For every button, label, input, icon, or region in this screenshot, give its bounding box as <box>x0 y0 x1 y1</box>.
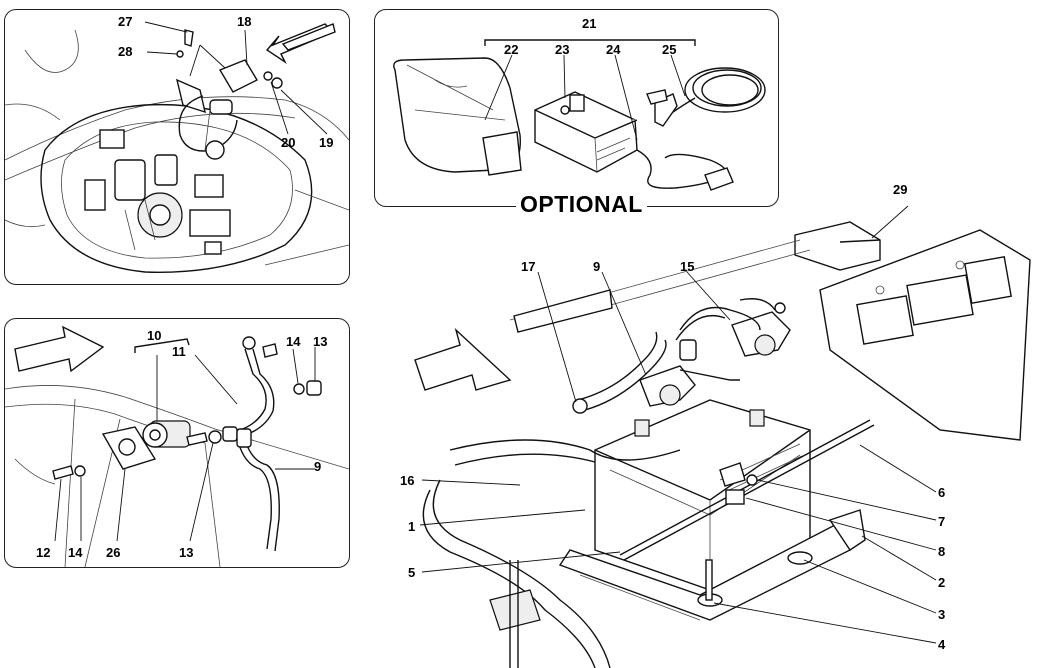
callout-29: 29 <box>893 182 908 197</box>
callout-9-detail: 9 <box>314 459 322 474</box>
callout-28: 28 <box>118 44 133 59</box>
callout-19: 19 <box>319 135 334 150</box>
battery-assembly-illustration <box>414 205 1031 668</box>
optional-accessories-illustration <box>393 39 766 191</box>
callout-27: 27 <box>118 14 133 29</box>
callout-6: 6 <box>938 485 946 500</box>
callout-16: 16 <box>400 473 415 488</box>
detail-panel-top-left <box>4 9 350 285</box>
callout-8: 8 <box>938 544 946 559</box>
callout-17: 17 <box>521 259 536 274</box>
optional-label: OPTIONAL <box>516 193 647 216</box>
callout-13-lower: 13 <box>179 545 194 560</box>
ground-connection-illustration <box>5 325 349 567</box>
callout-7: 7 <box>938 514 946 529</box>
callout-25: 25 <box>662 42 677 57</box>
callout-10: 10 <box>147 328 162 343</box>
callout-5: 5 <box>408 565 416 580</box>
callout-15: 15 <box>680 259 695 274</box>
callout-13-upper: 13 <box>313 334 328 349</box>
optional-accessories-panel <box>374 9 779 207</box>
callout-26: 26 <box>106 545 121 560</box>
callout-9-main: 9 <box>593 259 601 274</box>
callout-1: 1 <box>408 519 416 534</box>
callout-22: 22 <box>504 42 519 57</box>
callout-4: 4 <box>938 637 946 652</box>
callout-14-lower: 14 <box>68 545 83 560</box>
callout-18: 18 <box>237 14 252 29</box>
callout-21: 21 <box>582 16 597 31</box>
battery-compartment-illustration <box>5 21 349 273</box>
callout-11: 11 <box>172 344 186 359</box>
callout-2: 2 <box>938 575 946 590</box>
callout-23: 23 <box>555 42 570 57</box>
callout-14-upper: 14 <box>286 334 301 349</box>
detail-panel-mid-left <box>4 318 350 568</box>
callout-3: 3 <box>938 607 946 622</box>
callout-12: 12 <box>36 545 51 560</box>
callout-24: 24 <box>606 42 621 57</box>
callout-20: 20 <box>281 135 296 150</box>
